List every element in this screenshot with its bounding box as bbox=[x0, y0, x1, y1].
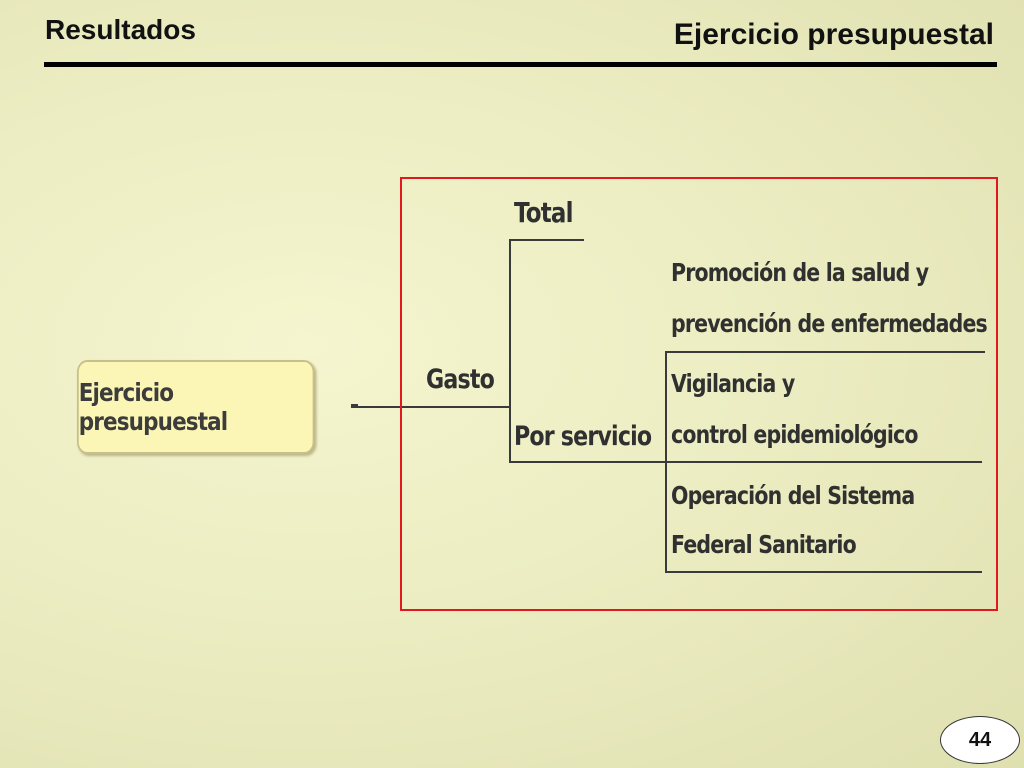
highlight-frame bbox=[400, 177, 998, 611]
branch-gasto-label: Gasto bbox=[426, 364, 495, 395]
total-underline bbox=[509, 239, 584, 241]
root-node: Ejercicio presupuestal bbox=[77, 360, 315, 454]
servicio-2-underline bbox=[665, 461, 982, 463]
root-node-label: Ejercicio presupuestal bbox=[78, 378, 228, 436]
connector-root-arrow bbox=[351, 404, 358, 408]
header-rule bbox=[44, 62, 997, 67]
slide-section-title: Resultados bbox=[45, 14, 196, 45]
page-number-badge: 44 bbox=[940, 716, 1020, 764]
por-servicio-underline bbox=[509, 461, 667, 463]
slide-title: Ejercicio presupuestal bbox=[673, 18, 994, 51]
gasto-fork-vertical bbox=[509, 241, 511, 463]
servicio-1-line-2: prevención de enfermedades bbox=[671, 309, 988, 338]
servicio-2-line-1: Vigilancia y bbox=[671, 369, 795, 398]
servicio-1-line-1: Promoción de la salud y bbox=[671, 258, 929, 287]
child-total-label: Total bbox=[514, 196, 573, 229]
servicio-3-underline bbox=[665, 571, 982, 573]
connector-root-gasto bbox=[356, 406, 510, 408]
servicio-3-line-2: Federal Sanitario bbox=[671, 530, 857, 559]
child-por-servicio-label: Por servicio bbox=[514, 421, 652, 452]
page-number: 44 bbox=[968, 728, 992, 751]
servicio-1-underline bbox=[665, 351, 985, 353]
servicio-2-line-2: control epidemiológico bbox=[671, 420, 918, 449]
servicio-3-line-1: Operación del Sistema bbox=[671, 481, 915, 510]
